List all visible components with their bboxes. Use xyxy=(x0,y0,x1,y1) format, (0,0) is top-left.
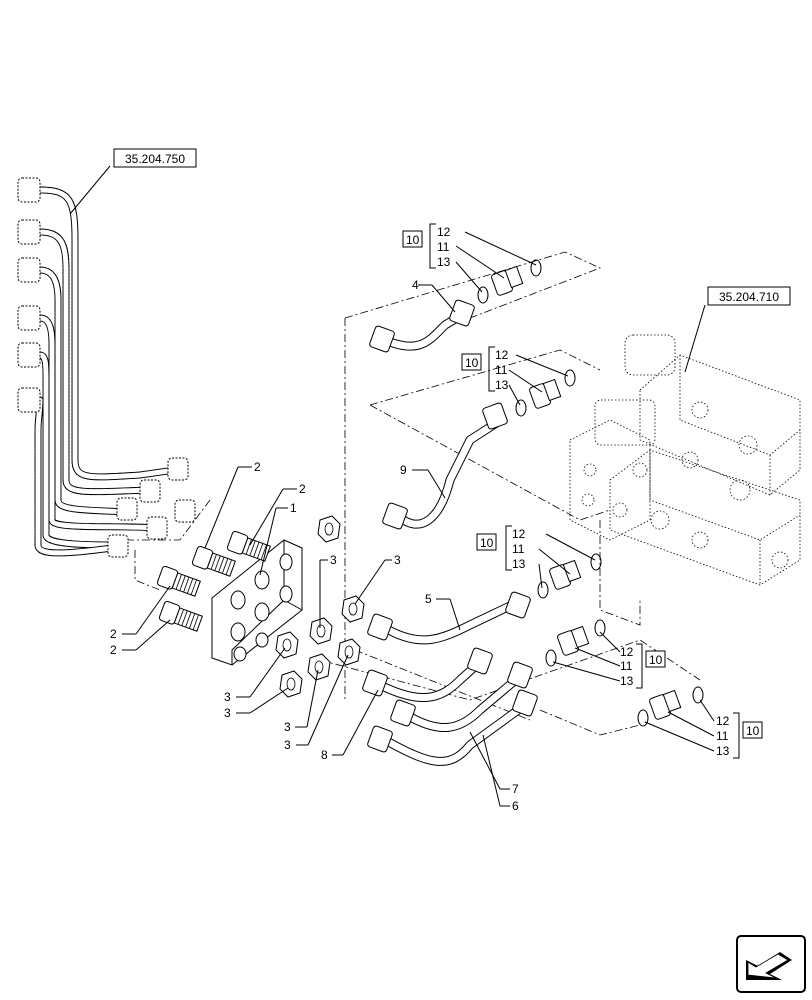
callout-10-b: 10 xyxy=(465,356,479,370)
callout-3-e: 3 xyxy=(284,720,291,734)
callout-13-a: 13 xyxy=(437,255,451,269)
callout-11-e: 11 xyxy=(716,729,729,743)
callout-12-e: 12 xyxy=(716,714,730,728)
callout-3-b: 3 xyxy=(394,553,401,567)
callout-10-d: 10 xyxy=(649,653,663,667)
callout-10-box-e xyxy=(742,721,763,739)
callout-2-d: 2 xyxy=(110,643,117,657)
hose-end-fittings-right xyxy=(107,457,196,558)
callout-3-d: 3 xyxy=(224,706,231,720)
bulkhead-adapters xyxy=(156,530,271,632)
callout-10-box-c xyxy=(476,533,497,551)
callout-12-c: 12 xyxy=(512,527,526,541)
callout-13-c: 13 xyxy=(512,557,526,571)
callout-labels: 4 9 5 2 2 1 2 2 3 3 3 3 3 3 8 7 6 10 12 … xyxy=(110,223,763,813)
nav-arrow-icon[interactable] xyxy=(736,935,806,993)
pipes xyxy=(362,299,538,766)
callout-12-a: 12 xyxy=(437,225,451,239)
callout-13-d: 13 xyxy=(620,674,634,688)
bracket-plate xyxy=(211,539,303,666)
callout-9: 9 xyxy=(400,463,407,477)
callout-11-a: 11 xyxy=(437,240,450,254)
assembly-guide-lines xyxy=(110,251,701,736)
callout-1: 1 xyxy=(290,501,297,515)
callout-10-e: 10 xyxy=(746,724,760,738)
callout-4: 4 xyxy=(412,278,419,292)
callout-10-c: 10 xyxy=(480,536,494,550)
callout-12-d: 12 xyxy=(620,645,634,659)
callout-10-box-a xyxy=(402,230,423,248)
callout-2-c: 2 xyxy=(110,627,117,641)
ref-box-upper-right[interactable] xyxy=(707,286,791,306)
hose-end-fittings-left xyxy=(17,177,41,413)
locknuts xyxy=(275,515,365,698)
callout-2-b: 2 xyxy=(299,482,306,496)
leader-lines xyxy=(69,165,715,807)
callout-2-a: 2 xyxy=(254,460,261,474)
callout-3-f: 3 xyxy=(284,738,291,752)
callout-11-b: 11 xyxy=(495,363,508,377)
callout-8: 8 xyxy=(321,748,328,762)
control-valve-block xyxy=(569,334,801,586)
hose-bundle xyxy=(17,177,196,558)
callout-11-d: 11 xyxy=(620,659,633,673)
callout-13-e: 13 xyxy=(716,744,730,758)
callout-5: 5 xyxy=(425,592,432,606)
callout-12-b: 12 xyxy=(495,348,509,362)
callout-10-box-d xyxy=(645,650,666,668)
adapter-groups xyxy=(477,259,704,727)
callout-13-b: 13 xyxy=(495,378,509,392)
ref-label-upper-right: 35.204.710 xyxy=(719,290,779,304)
callout-3-c: 3 xyxy=(224,690,231,704)
ref-label-upper-left: 35.204.750 xyxy=(125,152,185,166)
callout-10-a: 10 xyxy=(406,233,420,247)
callout-11-c: 11 xyxy=(512,542,525,556)
reference-boxes: 35.204.750 35.204.710 xyxy=(113,148,791,306)
callout-10-box-b xyxy=(461,353,482,371)
callout-3-a: 3 xyxy=(330,553,337,567)
callout-6: 6 xyxy=(512,799,519,813)
ref-box-upper-left[interactable] xyxy=(113,148,197,168)
callout-7: 7 xyxy=(512,782,519,796)
